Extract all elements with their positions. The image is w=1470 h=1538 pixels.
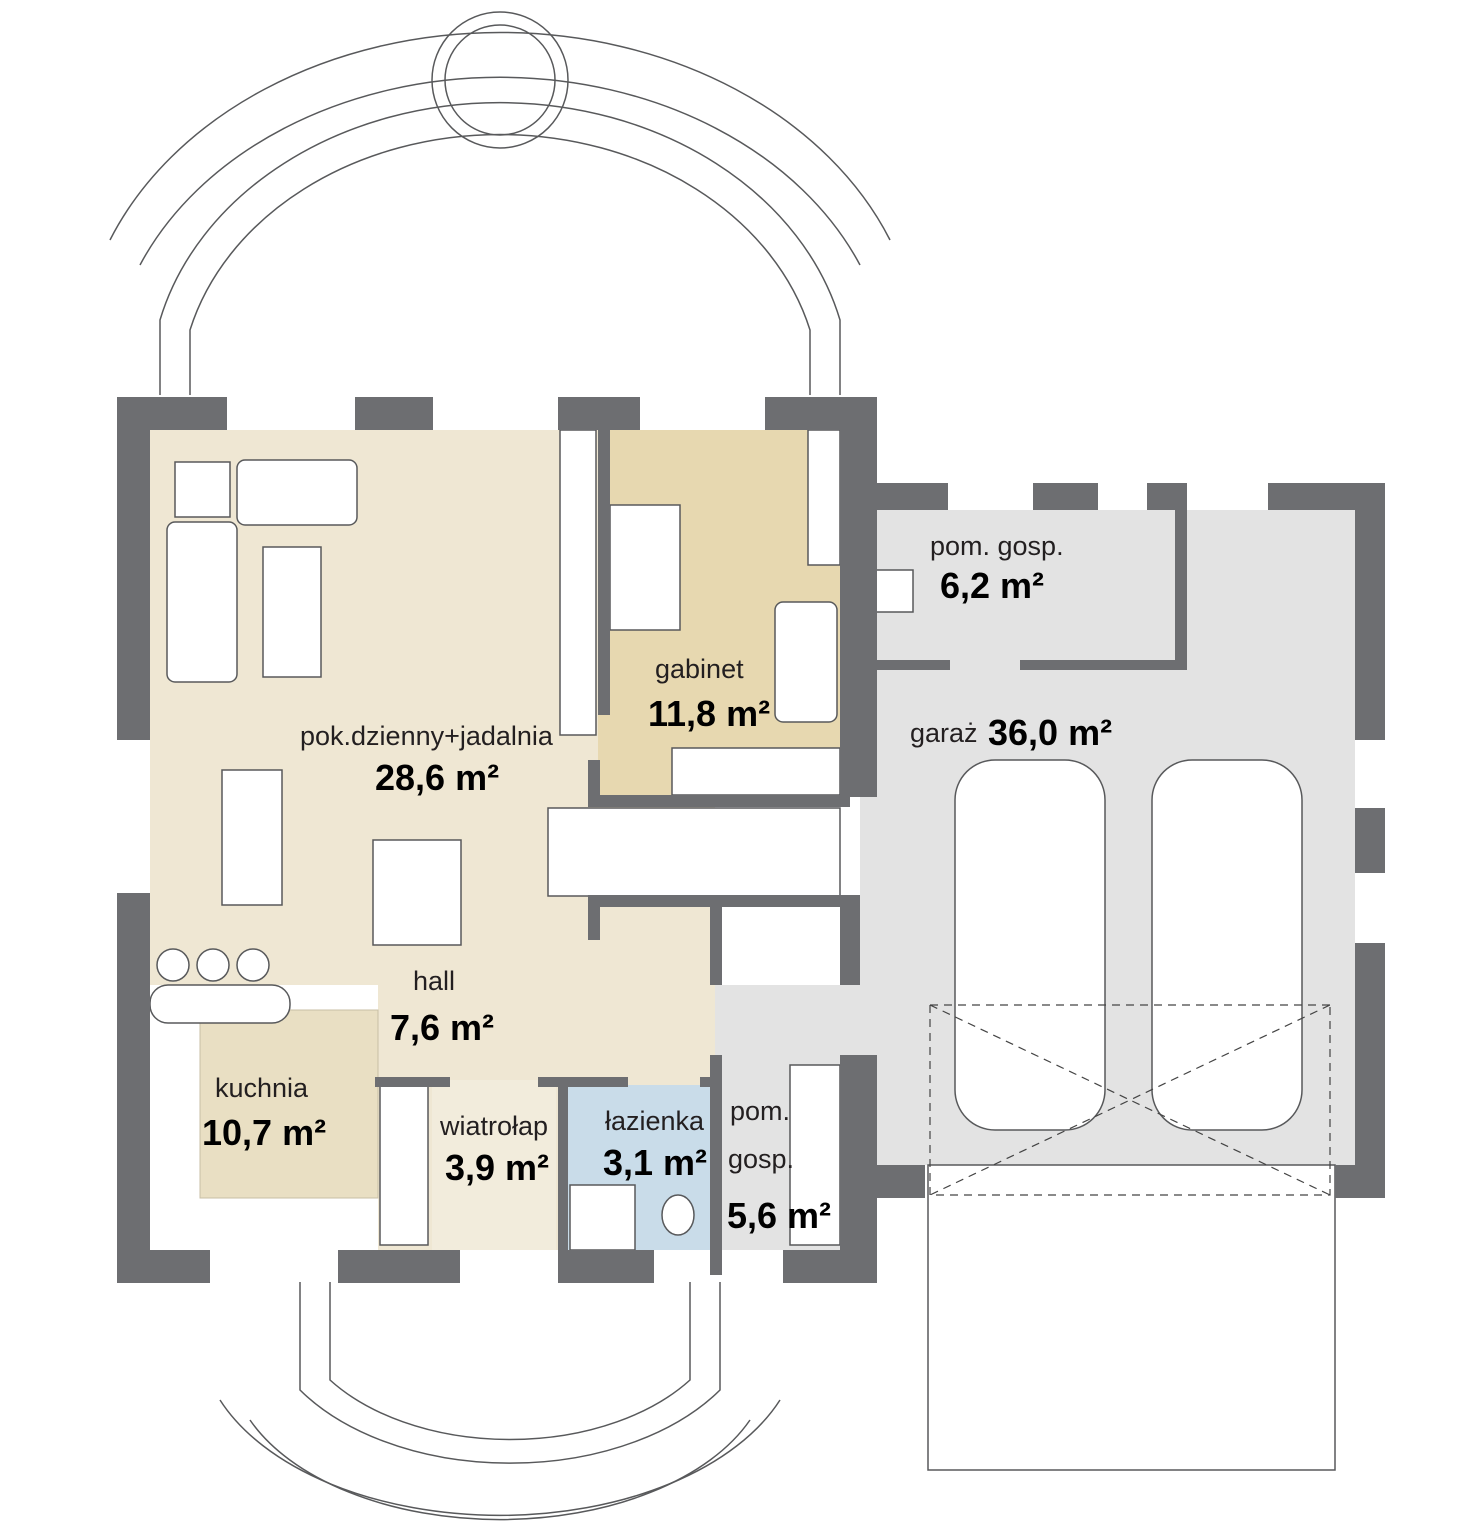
- room-area: 7,6 m²: [390, 1007, 494, 1048]
- room-area: 3,9 m²: [445, 1147, 549, 1188]
- room-hall: hall 7,6 m²: [390, 966, 494, 1048]
- pergola-top: [109, 11, 891, 395]
- room-utility-small: pom. gosp. 5,6 m²: [727, 1096, 831, 1236]
- room-area: 28,6 m²: [375, 757, 499, 798]
- room-name-line1: pom.: [730, 1096, 790, 1126]
- room-kitchen: kuchnia 10,7 m²: [202, 1073, 326, 1153]
- room-area: 3,1 m²: [603, 1142, 707, 1183]
- room-garage: garaż 36,0 m²: [910, 712, 1112, 753]
- room-name-line2: gosp.: [728, 1144, 794, 1174]
- room-name: pok.dzienny+jadalnia: [300, 721, 554, 751]
- room-name: kuchnia: [215, 1073, 309, 1103]
- room-area: 5,6 m²: [727, 1195, 831, 1236]
- room-utility-large: pom. gosp. 6,2 m²: [930, 531, 1064, 606]
- room-name: wiatrołap: [439, 1111, 548, 1141]
- vestibule-floor: [432, 1080, 556, 1250]
- pergola-bottom: [219, 1282, 781, 1521]
- room-name: hall: [413, 966, 455, 996]
- room-area: 11,8 m²: [648, 693, 770, 734]
- room-area: 6,2 m²: [940, 565, 1044, 606]
- room-name: garaż: [910, 718, 978, 748]
- cars: [954, 759, 1303, 1131]
- room-name: łazienka: [605, 1106, 705, 1136]
- room-study: gabinet 11,8 m²: [648, 654, 770, 734]
- walls: [117, 397, 1385, 1283]
- room-area: 10,7 m²: [202, 1112, 326, 1153]
- kitchen-rug: [199, 1009, 379, 1199]
- room-living: pok.dzienny+jadalnia 28,6 m²: [300, 721, 554, 798]
- room-name: gabinet: [655, 654, 744, 684]
- room-bathroom: łazienka 3,1 m²: [603, 1106, 707, 1183]
- room-vestibule: wiatrołap 3,9 m²: [439, 1111, 549, 1188]
- driveway: [927, 1004, 1336, 1471]
- stairs: [547, 807, 841, 897]
- room-area: 36,0 m²: [988, 712, 1112, 753]
- furniture: [149, 429, 914, 1251]
- room-name: pom. gosp.: [930, 531, 1064, 561]
